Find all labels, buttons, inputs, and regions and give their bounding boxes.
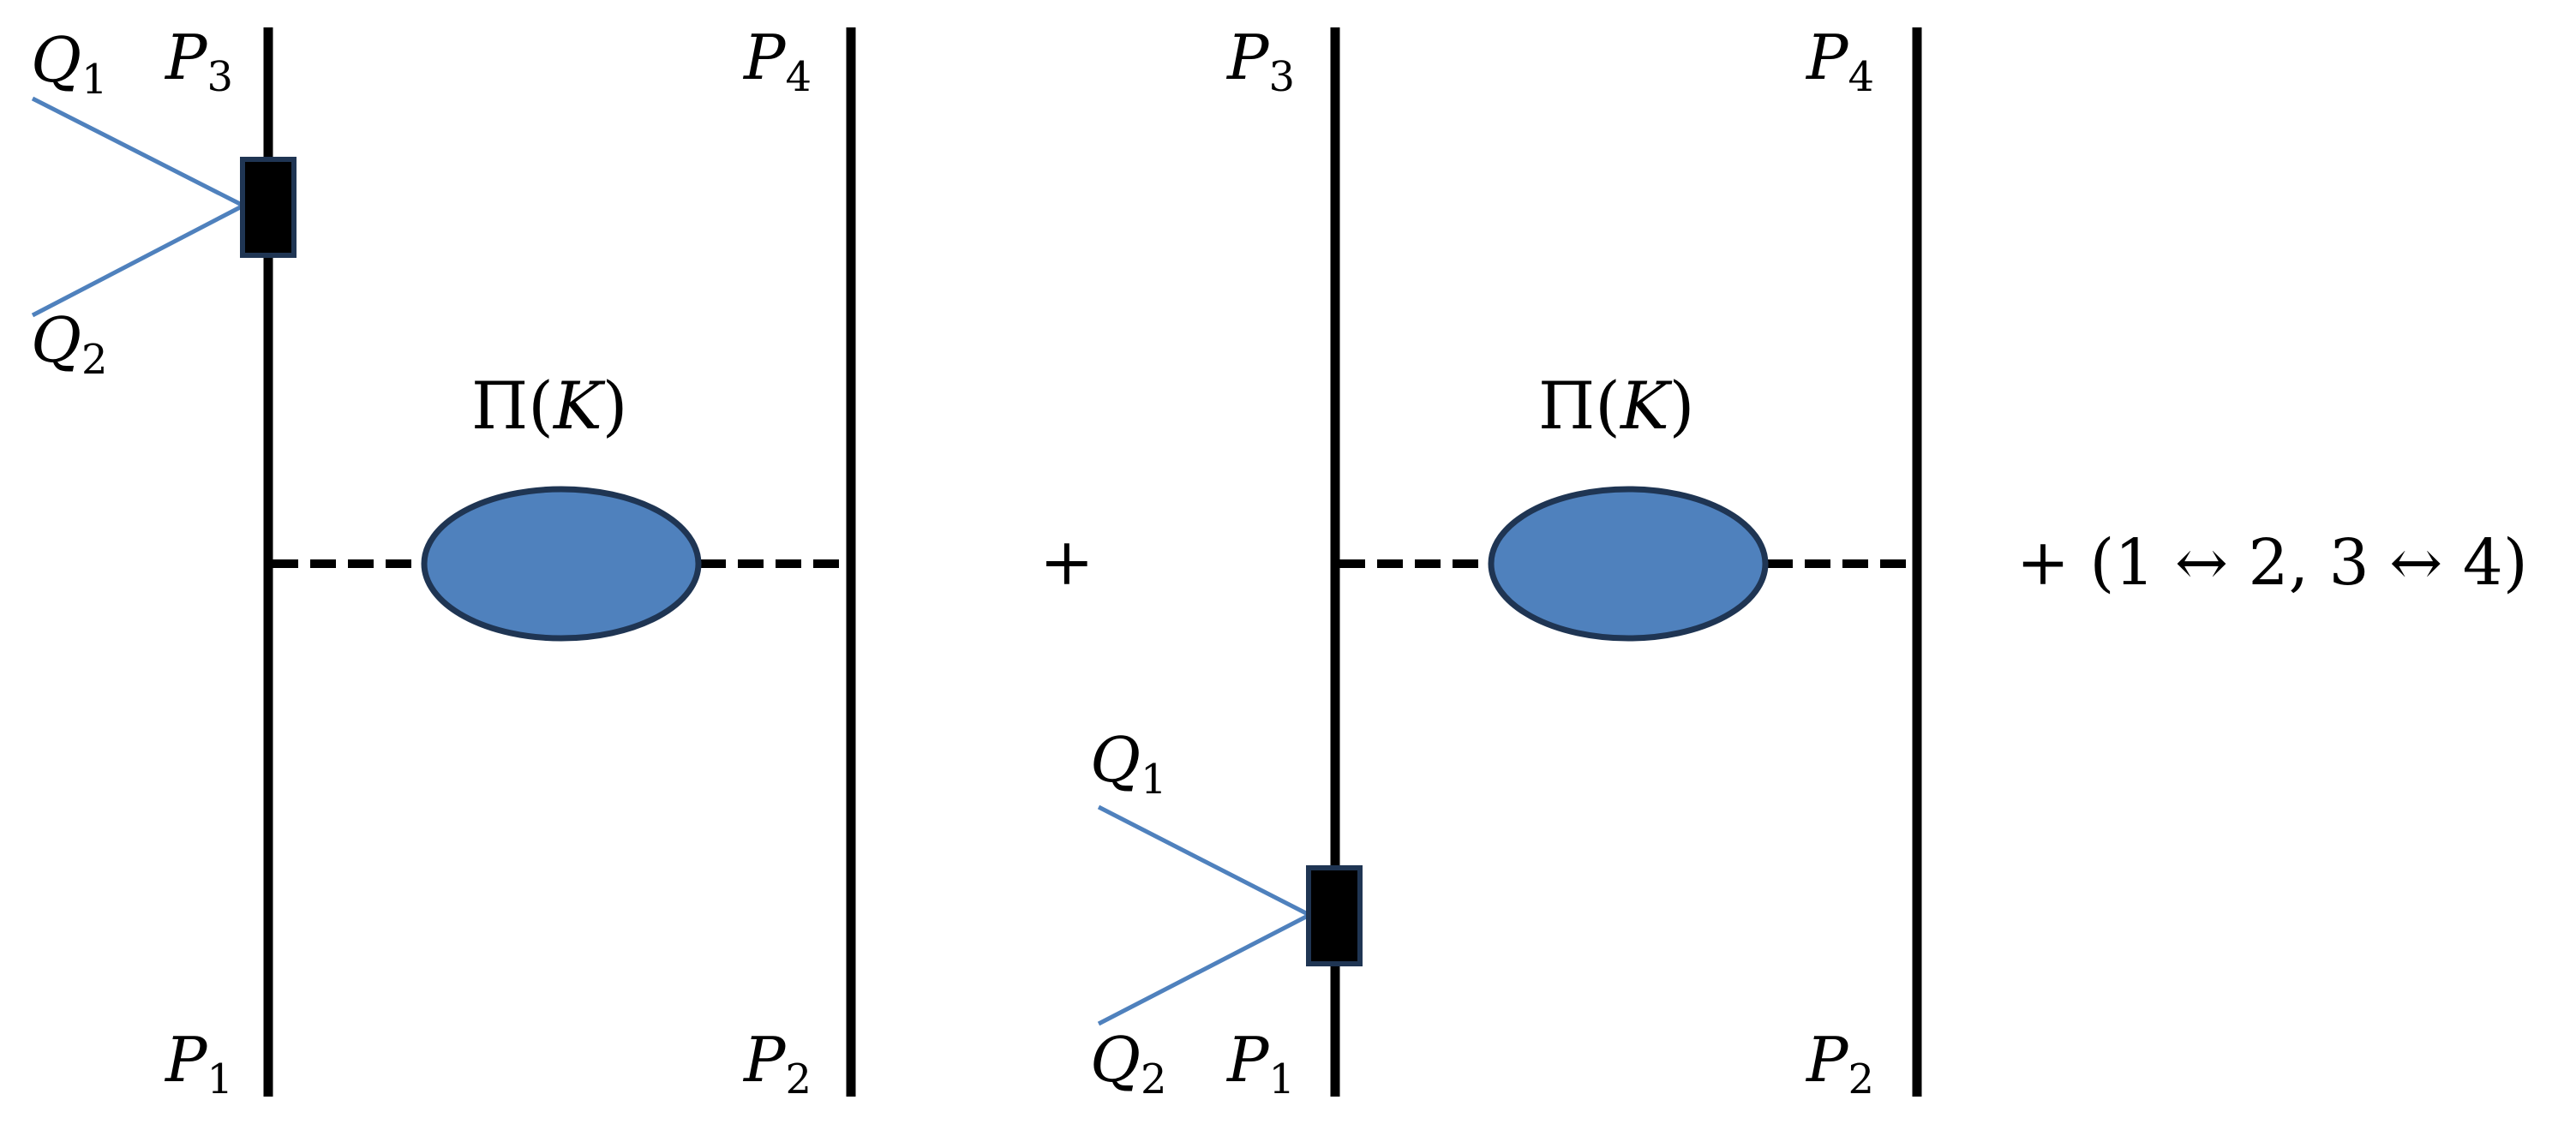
d1-label-q1: Q1 bbox=[31, 24, 108, 104]
d2-label-pi-k: Π(K) bbox=[1538, 368, 1694, 444]
diagram-1: Q1 P3 P4 Q2 P1 P2 Π(K) bbox=[31, 21, 856, 1103]
d2-label-q1: Q1 bbox=[1090, 724, 1167, 804]
d2-self-energy-blob bbox=[1488, 486, 1769, 642]
d2-vertex-box bbox=[1306, 865, 1363, 966]
permutation-term: + (1 ↔ 2, 3 ↔ 4) bbox=[2016, 526, 2528, 600]
d1-label-pi-k: Π(K) bbox=[471, 368, 627, 444]
d2-label-p1: P1 bbox=[1225, 1024, 1295, 1103]
d1-photon-q1-line bbox=[31, 96, 245, 208]
d2-label-p4: P4 bbox=[1805, 21, 1874, 101]
d1-label-p1: P1 bbox=[164, 1024, 233, 1103]
d1-self-energy-blob bbox=[421, 486, 702, 642]
d2-photon-q1-line bbox=[1097, 804, 1311, 918]
d1-label-p3: P3 bbox=[164, 21, 233, 101]
d2-label-p3: P3 bbox=[1225, 21, 1295, 101]
d2-label-p2: P2 bbox=[1805, 1024, 1874, 1103]
d1-label-q2: Q2 bbox=[31, 304, 108, 384]
d1-label-p4: P4 bbox=[742, 21, 812, 101]
plus-sign: + bbox=[1039, 523, 1094, 600]
diagram-2: P3 P4 Q1 Q2 P1 P2 Π(K) bbox=[1090, 21, 1922, 1103]
d1-photon-q2-line bbox=[31, 203, 245, 318]
d2-photon-q2-line bbox=[1097, 912, 1311, 1026]
d1-vertex-box bbox=[240, 157, 297, 258]
d2-label-q2: Q2 bbox=[1090, 1024, 1167, 1103]
d1-label-p2: P2 bbox=[742, 1024, 812, 1103]
